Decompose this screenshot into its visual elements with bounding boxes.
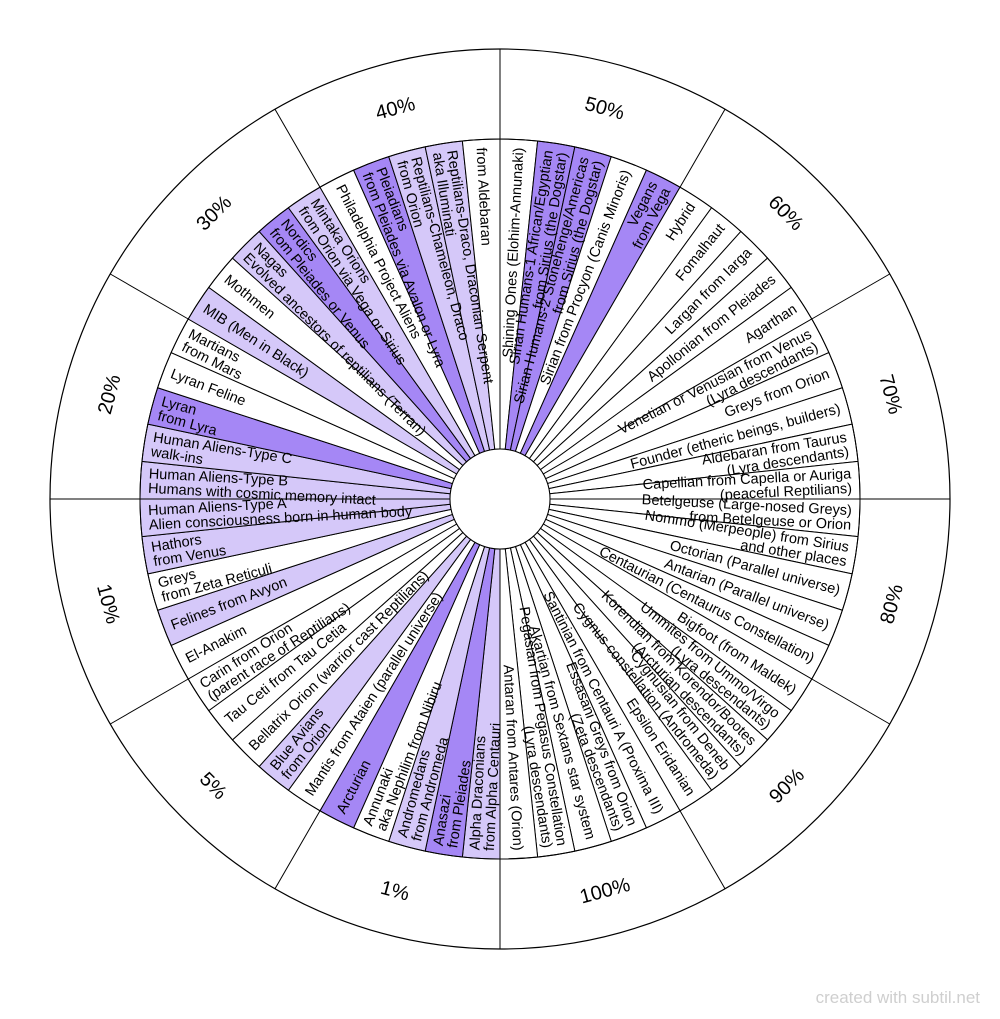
wheel-frame	[49, 48, 951, 950]
sector-label-line: Human Aliens-Type B	[148, 466, 288, 489]
sector-label-60: from Aldebaran	[473, 147, 494, 246]
percent-label: 40%	[373, 93, 418, 125]
credit-text: created with subtil.net	[815, 988, 980, 1007]
sector-label-line: Human Aliens-Type A	[148, 496, 288, 519]
percent-divider	[811, 678, 890, 725]
percent-label: 100%	[578, 874, 633, 909]
percent-label: 10%	[92, 582, 124, 627]
sector-label-line: from Aldebaran	[473, 147, 494, 246]
percent-divider	[679, 109, 726, 188]
percent-label: 80%	[876, 582, 908, 627]
sector-label-line: from Alpha Centauri	[482, 723, 505, 852]
sector-label-line: (peaceful Reptilians)	[720, 481, 853, 504]
wheel-sectors	[139, 138, 861, 860]
percent-divider	[274, 109, 321, 188]
sector-label-15: Capellian from Capella or Auriga(peacefu…	[642, 466, 852, 503]
percent-divider	[274, 810, 321, 889]
sector-label-line: Hathors	[150, 532, 203, 556]
percent-label: 50%	[582, 93, 627, 125]
percent-divider	[110, 678, 189, 725]
percent-label: 60%	[764, 191, 808, 235]
percent-label: 90%	[765, 764, 809, 808]
sector-label-line: Anasazi	[431, 793, 455, 846]
percent-label: 20%	[94, 372, 126, 417]
percent-label: 70%	[874, 372, 906, 417]
percent-divider	[110, 273, 189, 320]
hub-circle	[449, 448, 551, 550]
percent-label: 5%	[195, 768, 231, 804]
percent-divider	[679, 810, 726, 889]
percent-divider	[811, 273, 890, 320]
sector-label-line: Alpha Draconians	[467, 735, 489, 850]
percent-label: 1%	[378, 877, 412, 906]
percent-label: 30%	[192, 191, 236, 235]
